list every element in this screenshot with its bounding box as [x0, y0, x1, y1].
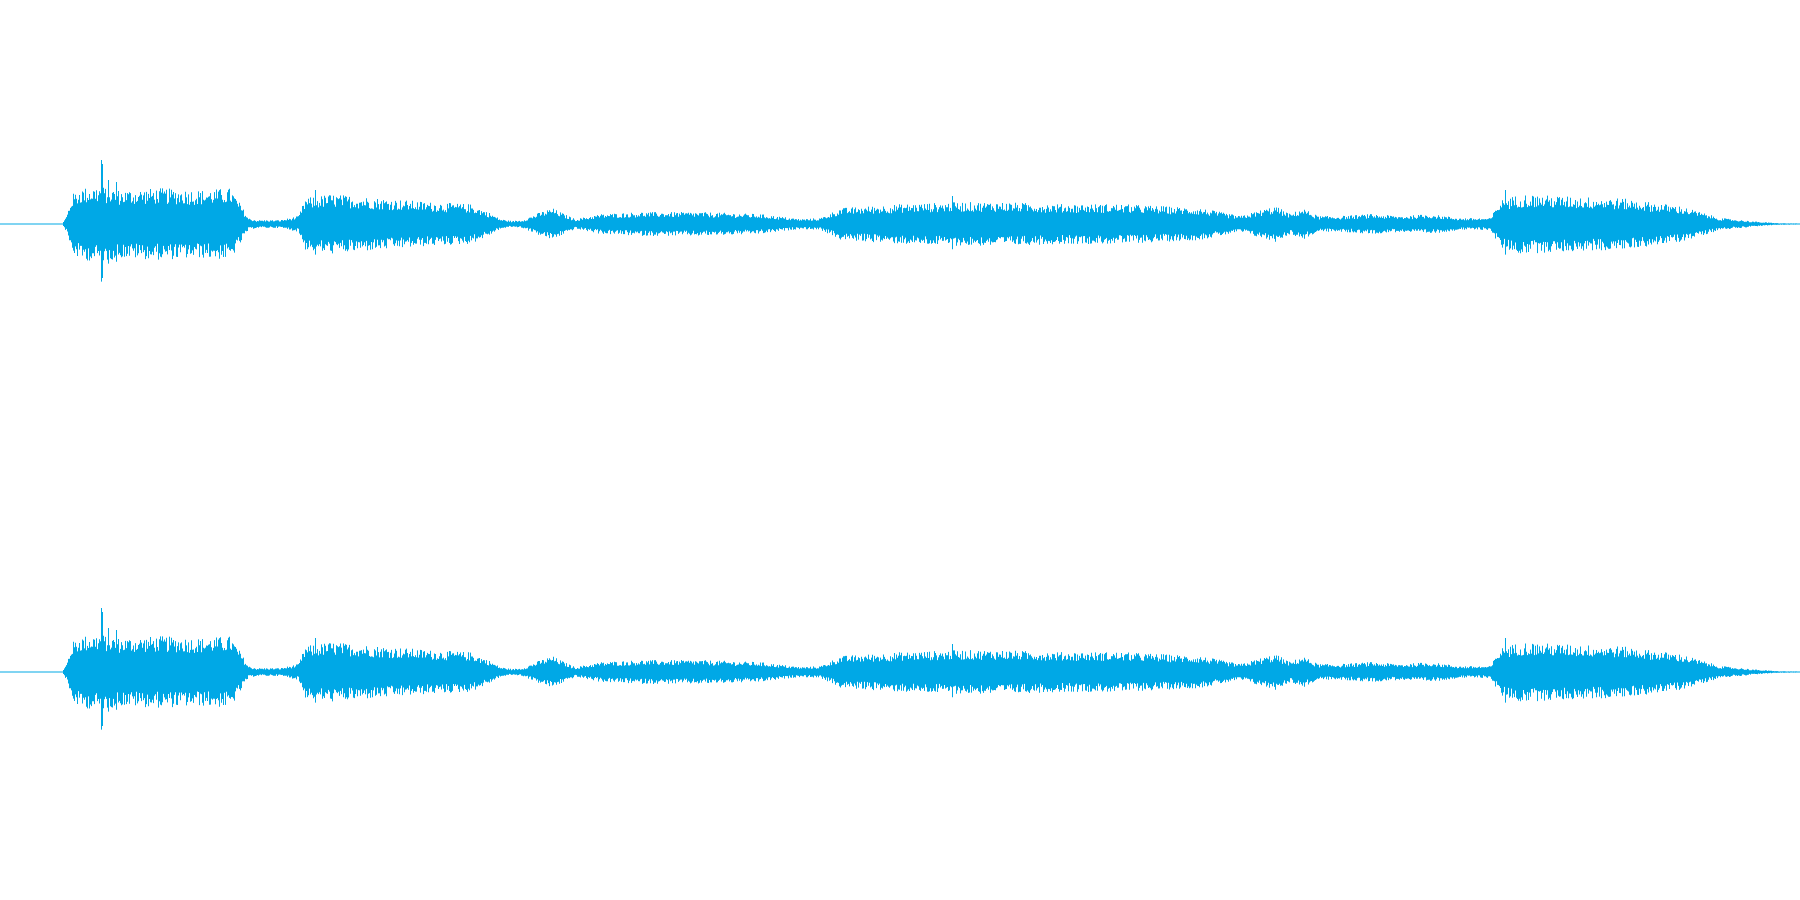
waveform-channel-2[interactable] — [0, 450, 1800, 900]
waveform-channel-1-plot — [0, 160, 1800, 282]
waveform-channel-1[interactable] — [0, 0, 1800, 450]
waveform-channel-2-plot — [0, 608, 1800, 730]
waveform-signal — [0, 160, 1800, 282]
waveform-signal — [0, 608, 1800, 730]
